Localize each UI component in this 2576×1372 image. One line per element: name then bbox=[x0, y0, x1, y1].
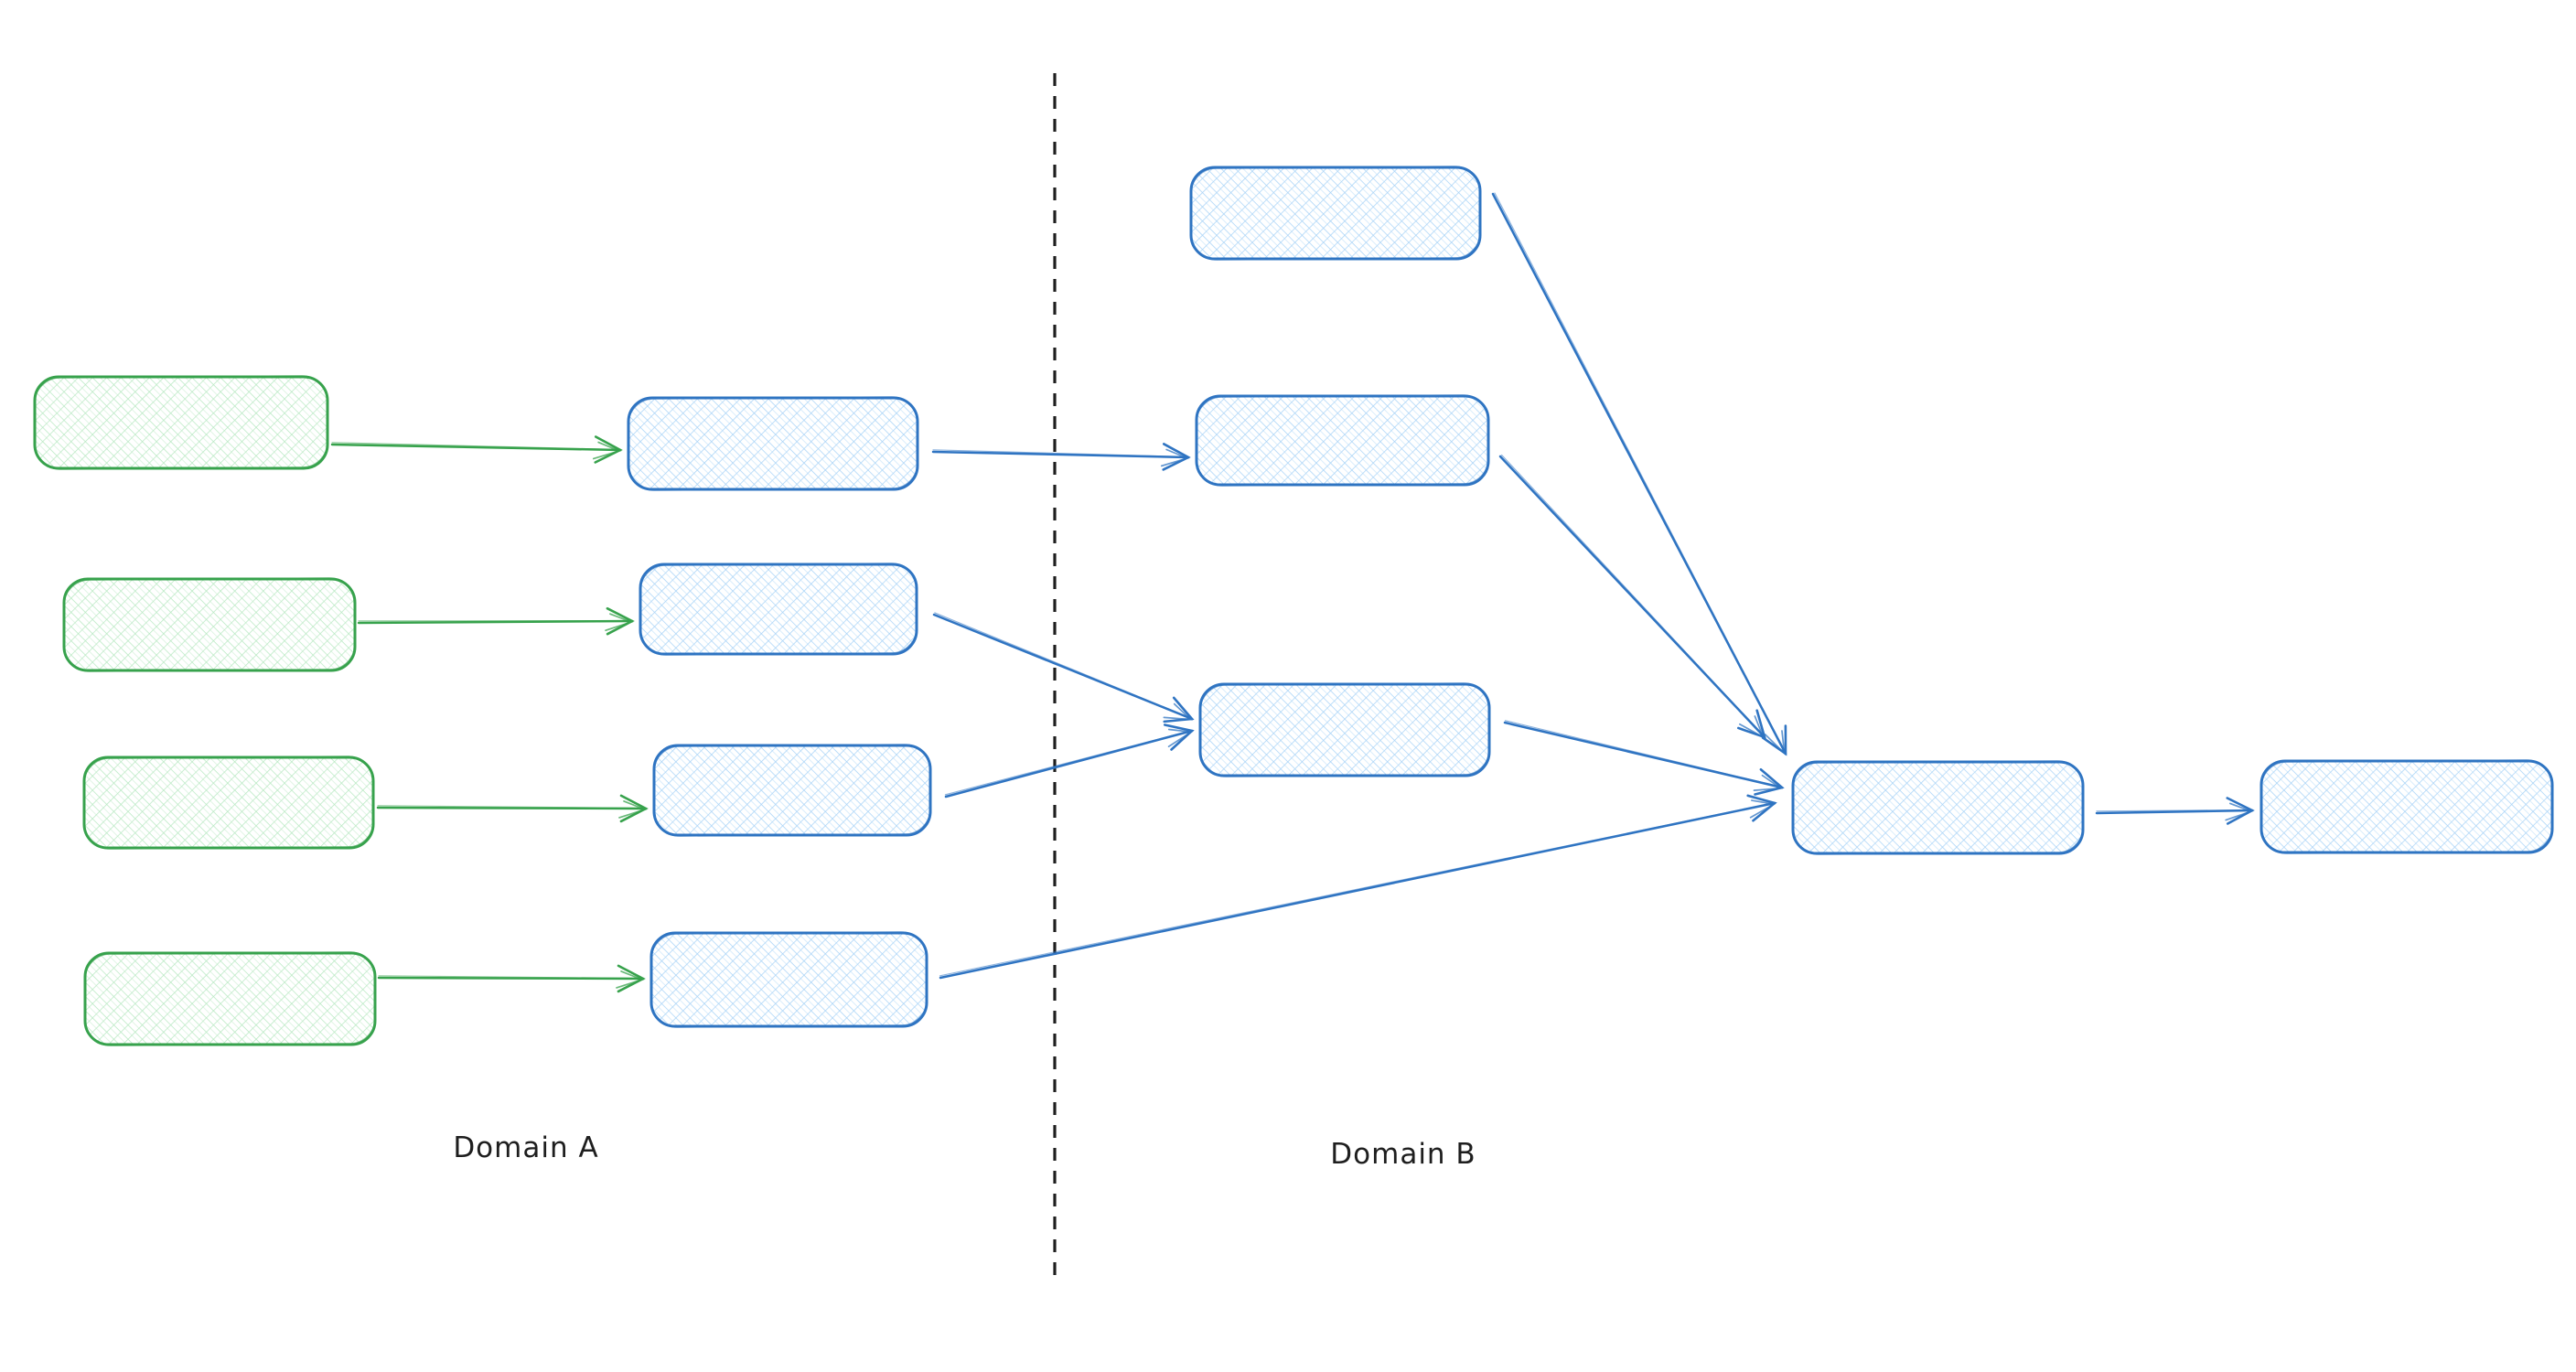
arrow-source3-a3 bbox=[376, 794, 649, 823]
output-box bbox=[2259, 759, 2554, 854]
domain-a-box-1 bbox=[627, 396, 919, 491]
arrow-merge-output bbox=[2095, 797, 2255, 825]
domain-b-box-3 bbox=[1198, 682, 1491, 777]
arrow-b3-merge bbox=[1503, 720, 1785, 796]
domain-a-label: Domain A bbox=[453, 1131, 598, 1164]
arrow-b1-merge bbox=[1491, 192, 1787, 756]
merge-box bbox=[1791, 760, 2085, 855]
domain-a-box-3 bbox=[652, 744, 932, 837]
arrow-a3-b3 bbox=[944, 724, 1195, 799]
arrow-b2-merge bbox=[1498, 454, 1766, 740]
domain-b-box-1 bbox=[1189, 166, 1482, 261]
source-box-4 bbox=[83, 951, 377, 1046]
arrow-source4-a4 bbox=[377, 964, 646, 993]
arrow-a2-b3 bbox=[932, 612, 1195, 724]
arrow-source2-a2 bbox=[357, 606, 635, 636]
domain-a-box-2 bbox=[639, 563, 918, 656]
source-box-1 bbox=[33, 375, 329, 470]
source-box-3 bbox=[82, 756, 375, 850]
domain-b-label: Domain B bbox=[1330, 1138, 1476, 1171]
arrow-a1-b2 bbox=[931, 443, 1191, 471]
arrow-source1-a1 bbox=[330, 435, 623, 464]
domain-a-box-4 bbox=[649, 931, 928, 1028]
domain-b-box-2 bbox=[1195, 394, 1490, 487]
arrow-a4-merge bbox=[939, 794, 1777, 980]
source-box-2 bbox=[62, 577, 357, 672]
